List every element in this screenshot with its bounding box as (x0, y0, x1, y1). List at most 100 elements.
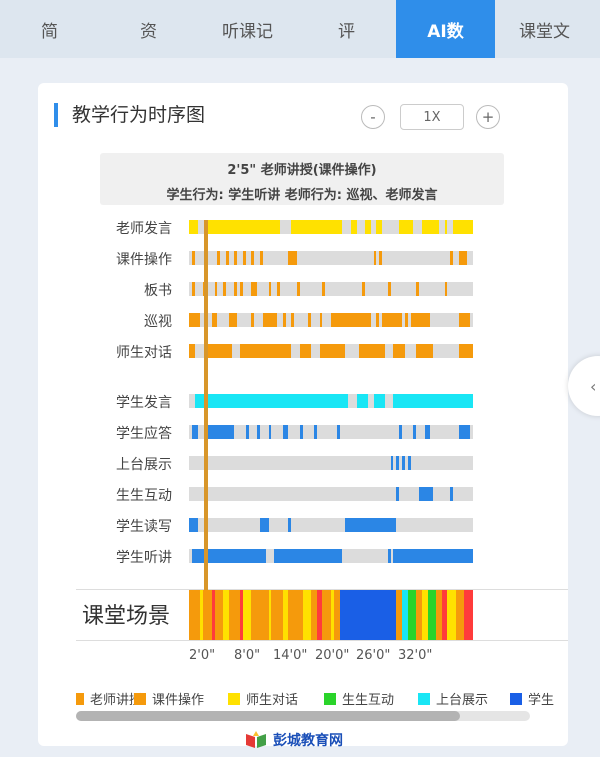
behavior-segment[interactable] (191, 549, 266, 563)
behavior-segment[interactable] (393, 344, 405, 358)
tab-ai-data[interactable]: AI数 (396, 0, 495, 58)
behavior-track[interactable] (189, 220, 473, 234)
scene-segment[interactable] (211, 590, 215, 640)
behavior-segment[interactable] (458, 313, 471, 327)
scene-segment[interactable] (271, 590, 283, 640)
behavior-segment[interactable] (453, 220, 473, 234)
scene-segment[interactable] (268, 590, 272, 640)
behavior-segment[interactable] (191, 425, 198, 439)
behavior-segment[interactable] (373, 251, 377, 265)
behavior-segment[interactable] (382, 313, 402, 327)
legend-item[interactable]: 生生互动 (324, 689, 394, 708)
behavior-track[interactable] (189, 456, 473, 470)
scene-segment[interactable] (223, 590, 229, 640)
scene-segment[interactable] (331, 590, 334, 640)
behavior-segment[interactable] (240, 282, 243, 296)
legend-item[interactable]: 老师讲授 (76, 689, 142, 708)
scene-segment[interactable] (242, 590, 252, 640)
behavior-segment[interactable] (234, 282, 238, 296)
scene-segment[interactable] (441, 590, 448, 640)
behavior-segment[interactable] (299, 344, 312, 358)
behavior-segment[interactable] (404, 313, 408, 327)
tab-ketangwen[interactable]: 课堂文 (519, 21, 570, 42)
behavior-segment[interactable] (274, 549, 343, 563)
legend-item[interactable]: 师生对话 (228, 689, 298, 708)
behavior-segment[interactable] (396, 487, 400, 501)
behavior-segment[interactable] (402, 456, 405, 470)
behavior-segment[interactable] (268, 425, 272, 439)
behavior-segment[interactable] (251, 313, 255, 327)
behavior-track[interactable] (189, 251, 473, 265)
scene-segment[interactable] (214, 590, 224, 640)
behavior-segment[interactable] (228, 313, 238, 327)
scene-segment[interactable] (421, 590, 428, 640)
behavior-segment[interactable] (288, 518, 292, 532)
behavior-track[interactable] (189, 425, 473, 439)
behavior-segment[interactable] (189, 220, 198, 234)
behavior-segment[interactable] (410, 313, 431, 327)
behavior-segment[interactable] (359, 344, 385, 358)
behavior-segment[interactable] (206, 425, 235, 439)
behavior-segment[interactable] (421, 220, 439, 234)
scene-segment[interactable] (228, 590, 241, 640)
behavior-segment[interactable] (240, 344, 292, 358)
behavior-segment[interactable] (234, 251, 238, 265)
behavior-segment[interactable] (331, 313, 371, 327)
behavior-segment[interactable] (350, 220, 357, 234)
behavior-segment[interactable] (189, 344, 195, 358)
scene-segment[interactable] (339, 590, 397, 640)
behavior-segment[interactable] (299, 425, 303, 439)
behavior-segment[interactable] (206, 344, 232, 358)
scene-segment[interactable] (288, 590, 303, 640)
scene-segment[interactable] (251, 590, 269, 640)
behavior-track[interactable] (189, 313, 473, 327)
scene-segment[interactable] (282, 590, 289, 640)
behavior-segment[interactable] (458, 344, 473, 358)
tab-zi[interactable]: 资 (140, 21, 157, 42)
behavior-track[interactable] (189, 518, 473, 532)
behavior-segment[interactable] (399, 220, 414, 234)
tab-jian[interactable]: 简 (41, 21, 58, 42)
scene-segment[interactable] (333, 590, 340, 640)
behavior-segment[interactable] (319, 313, 323, 327)
behavior-segment[interactable] (396, 456, 400, 470)
behavior-segment[interactable] (387, 549, 391, 563)
behavior-track[interactable] (189, 394, 473, 408)
horizontal-scrollbar[interactable] (76, 711, 530, 721)
behavior-segment[interactable] (223, 282, 226, 296)
behavior-segment[interactable] (217, 251, 221, 265)
behavior-segment[interactable] (365, 220, 371, 234)
behavior-segment[interactable] (189, 518, 198, 532)
side-collapse-button[interactable]: ‹ (568, 356, 600, 416)
scene-segment[interactable] (416, 590, 422, 640)
behavior-segment[interactable] (282, 425, 289, 439)
behavior-segment[interactable] (282, 313, 286, 327)
behavior-segment[interactable] (444, 220, 448, 234)
behavior-segment[interactable] (458, 425, 471, 439)
behavior-segment[interactable] (373, 394, 385, 408)
behavior-segment[interactable] (296, 282, 300, 296)
tab-tingkeji[interactable]: 听课记 (222, 21, 273, 42)
behavior-segment[interactable] (194, 394, 349, 408)
behavior-segment[interactable] (225, 251, 229, 265)
behavior-segment[interactable] (416, 344, 434, 358)
behavior-track[interactable] (189, 487, 473, 501)
scene-segment[interactable] (402, 590, 408, 640)
behavior-segment[interactable] (393, 394, 473, 408)
scene-segment[interactable] (311, 590, 317, 640)
time-cursor[interactable] (204, 220, 208, 590)
scene-segment[interactable] (200, 590, 204, 640)
behavior-segment[interactable] (262, 313, 278, 327)
behavior-segment[interactable] (291, 220, 343, 234)
behavior-segment[interactable] (251, 251, 255, 265)
behavior-segment[interactable] (242, 251, 246, 265)
behavior-track[interactable] (189, 282, 473, 296)
behavior-segment[interactable] (362, 282, 366, 296)
behavior-segment[interactable] (245, 425, 249, 439)
scene-segment[interactable] (396, 590, 402, 640)
behavior-segment[interactable] (393, 549, 473, 563)
behavior-segment[interactable] (251, 282, 258, 296)
behavior-segment[interactable] (376, 220, 383, 234)
scene-segment[interactable] (455, 590, 465, 640)
tab-ping[interactable]: 评 (338, 21, 355, 42)
